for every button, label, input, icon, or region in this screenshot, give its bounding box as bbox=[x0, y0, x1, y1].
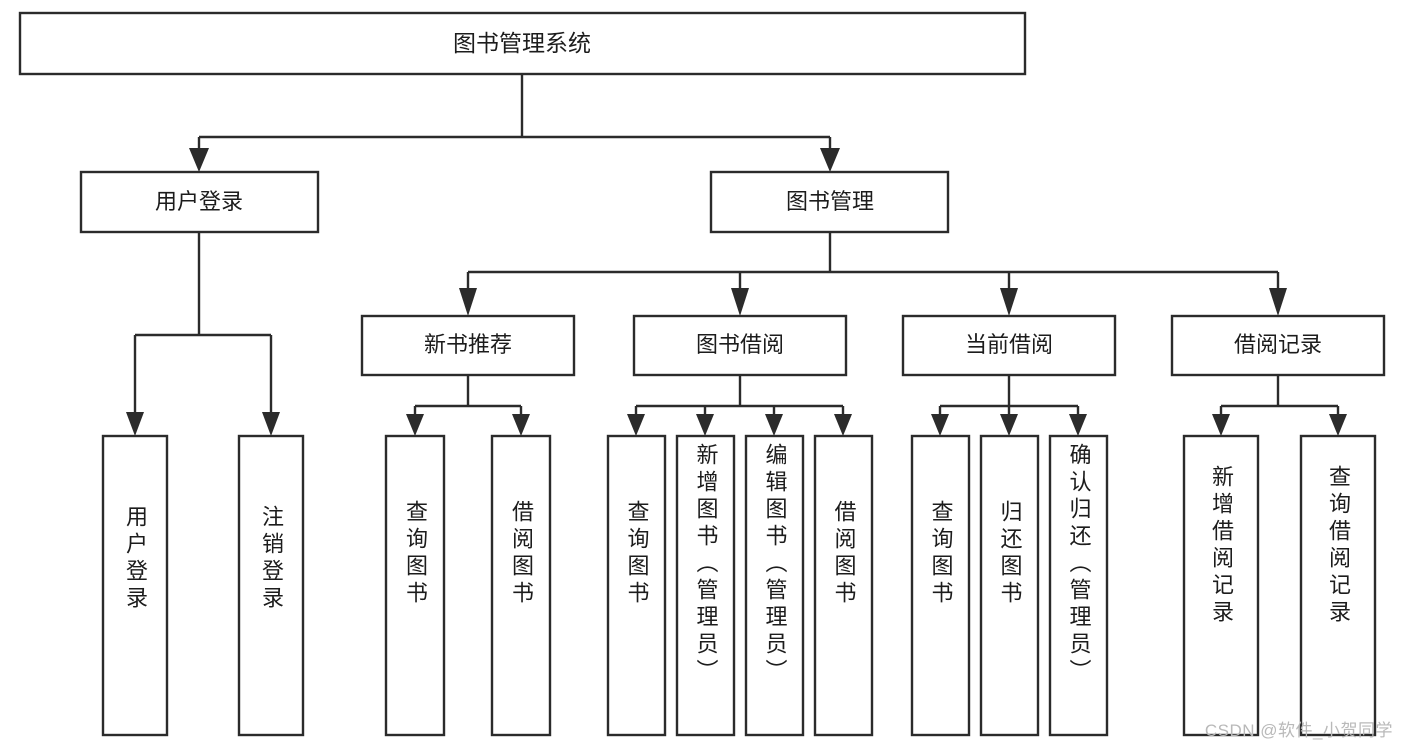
node-box-borrow-record[interactable] bbox=[1170, 314, 1386, 377]
node-box-leaf-query-record[interactable] bbox=[1299, 434, 1377, 737]
arrowhead-leaf-return-book bbox=[1000, 414, 1018, 436]
node-label-borrow-record: 借阅记录 bbox=[1234, 332, 1322, 357]
arrowhead-leaf-logout bbox=[262, 412, 280, 436]
node-label-book-borrow: 图书借阅 bbox=[696, 332, 784, 357]
node-box-leaf-query-book-2[interactable] bbox=[606, 434, 667, 737]
node-box-leaf-add-record[interactable] bbox=[1182, 434, 1260, 737]
arrowhead-leaf-edit-book bbox=[765, 414, 783, 436]
node-box-leaf-add-book[interactable] bbox=[675, 434, 736, 737]
node-box-leaf-borrow-book-1[interactable] bbox=[490, 434, 552, 737]
arrowhead-leaf-add-book bbox=[696, 414, 714, 436]
node-box-leaf-return-book[interactable] bbox=[979, 434, 1040, 737]
arrowhead-leaf-borrow-book-1 bbox=[512, 414, 530, 436]
arrowhead-book-management bbox=[820, 148, 840, 172]
node-box-leaf-logout[interactable] bbox=[237, 434, 305, 737]
nodes-layer: 图书管理系统 用户登录 图书管理 新书推荐 图书借阅 当前借阅 借阅记录 bbox=[18, 11, 1386, 737]
arrowhead-leaf-query-record bbox=[1329, 414, 1347, 436]
arrowhead-leaf-user-login bbox=[126, 412, 144, 436]
node-box-current-borrow[interactable] bbox=[901, 314, 1117, 377]
node-box-root[interactable] bbox=[18, 11, 1027, 76]
arrowhead-leaf-confirm-return bbox=[1069, 414, 1087, 436]
arrowhead-book-borrow bbox=[731, 288, 749, 316]
node-label-new-book-recommend: 新书推荐 bbox=[424, 332, 512, 357]
node-box-new-book-recommend[interactable] bbox=[360, 314, 576, 377]
arrowhead-new-book-recommend bbox=[459, 288, 477, 316]
node-label-book-management: 图书管理 bbox=[786, 189, 874, 214]
node-box-user-login[interactable] bbox=[79, 170, 320, 234]
arrowhead-leaf-query-book-3 bbox=[931, 414, 949, 436]
node-box-book-management[interactable] bbox=[709, 170, 950, 234]
node-box-leaf-user-login[interactable] bbox=[101, 434, 169, 737]
node-box-book-borrow[interactable] bbox=[632, 314, 848, 377]
node-box-leaf-confirm-return[interactable] bbox=[1048, 434, 1109, 737]
arrowhead-borrow-record bbox=[1269, 288, 1287, 316]
watermark-text: CSDN @软件_小贺同学 bbox=[1204, 721, 1393, 740]
arrowhead-current-borrow bbox=[1000, 288, 1018, 316]
arrowhead-leaf-query-book-2 bbox=[627, 414, 645, 436]
connectors-layer bbox=[126, 74, 1347, 436]
node-box-leaf-borrow-book-2[interactable] bbox=[813, 434, 874, 737]
node-label-current-borrow: 当前借阅 bbox=[965, 332, 1053, 357]
node-label-user-login: 用户登录 bbox=[155, 189, 243, 214]
node-label-root: 图书管理系统 bbox=[453, 30, 591, 56]
arrowhead-leaf-query-book-1 bbox=[406, 414, 424, 436]
node-box-leaf-edit-book[interactable] bbox=[744, 434, 805, 737]
arrowhead-leaf-borrow-book-2 bbox=[834, 414, 852, 436]
arrowhead-user-login bbox=[189, 148, 209, 172]
node-box-leaf-query-book-3[interactable] bbox=[910, 434, 971, 737]
arrowhead-leaf-add-record bbox=[1212, 414, 1230, 436]
node-box-leaf-query-book-1[interactable] bbox=[384, 434, 446, 737]
